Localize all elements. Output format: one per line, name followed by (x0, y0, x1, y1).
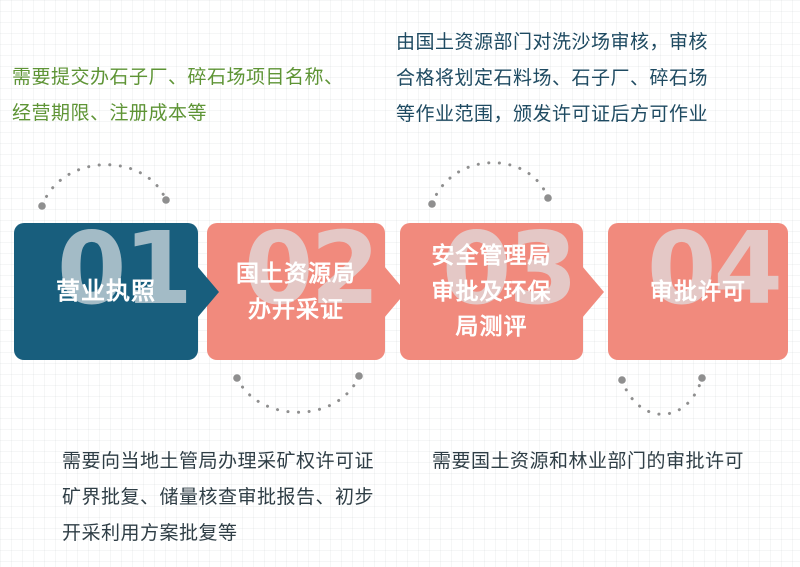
step-label: 国土资源局 办开采证 (236, 259, 356, 322)
note-bottom-left: 需要向当地土管局办理采矿权许可证 矿界批复、储量核查审批报告、初步 开采利用方案… (62, 451, 375, 544)
step-label: 营业执照 (56, 277, 156, 305)
dotted-arc-top-right-icon (428, 161, 552, 208)
step-label: 审批许可 (650, 277, 746, 304)
arrow-right-icon (582, 265, 604, 318)
dotted-arc-bottom-right-icon (618, 374, 706, 416)
arrow-right-icon (384, 265, 406, 318)
step-label: 安全管理局 审批及环保 局测评 (431, 242, 552, 340)
note-top-left: 需要提交办石子厂、碎石场项目名称、 经营期限、注册成本等 (12, 67, 344, 124)
dotted-arc-top-left-icon (38, 163, 170, 210)
arrow-right-icon (197, 265, 219, 318)
note-top-right: 由国土资源部门对洗沙场审核，审核 合格将划定石料场、石子厂、碎石场 等作业范围，… (396, 32, 709, 125)
step-box-business-license: 01 营业执照 (14, 219, 219, 360)
note-bottom-right: 需要国土资源和林业部门的审批许可 (432, 451, 745, 472)
step-box-safety-environmental-review: 03 安全管理局 审批及环保 局测评 (400, 219, 604, 360)
step-box-mining-permit: 02 国土资源局 办开采证 (207, 219, 406, 360)
dotted-arc-bottom-left-icon (233, 372, 363, 414)
step-box-approval-license: 04 审批许可 (608, 219, 788, 360)
